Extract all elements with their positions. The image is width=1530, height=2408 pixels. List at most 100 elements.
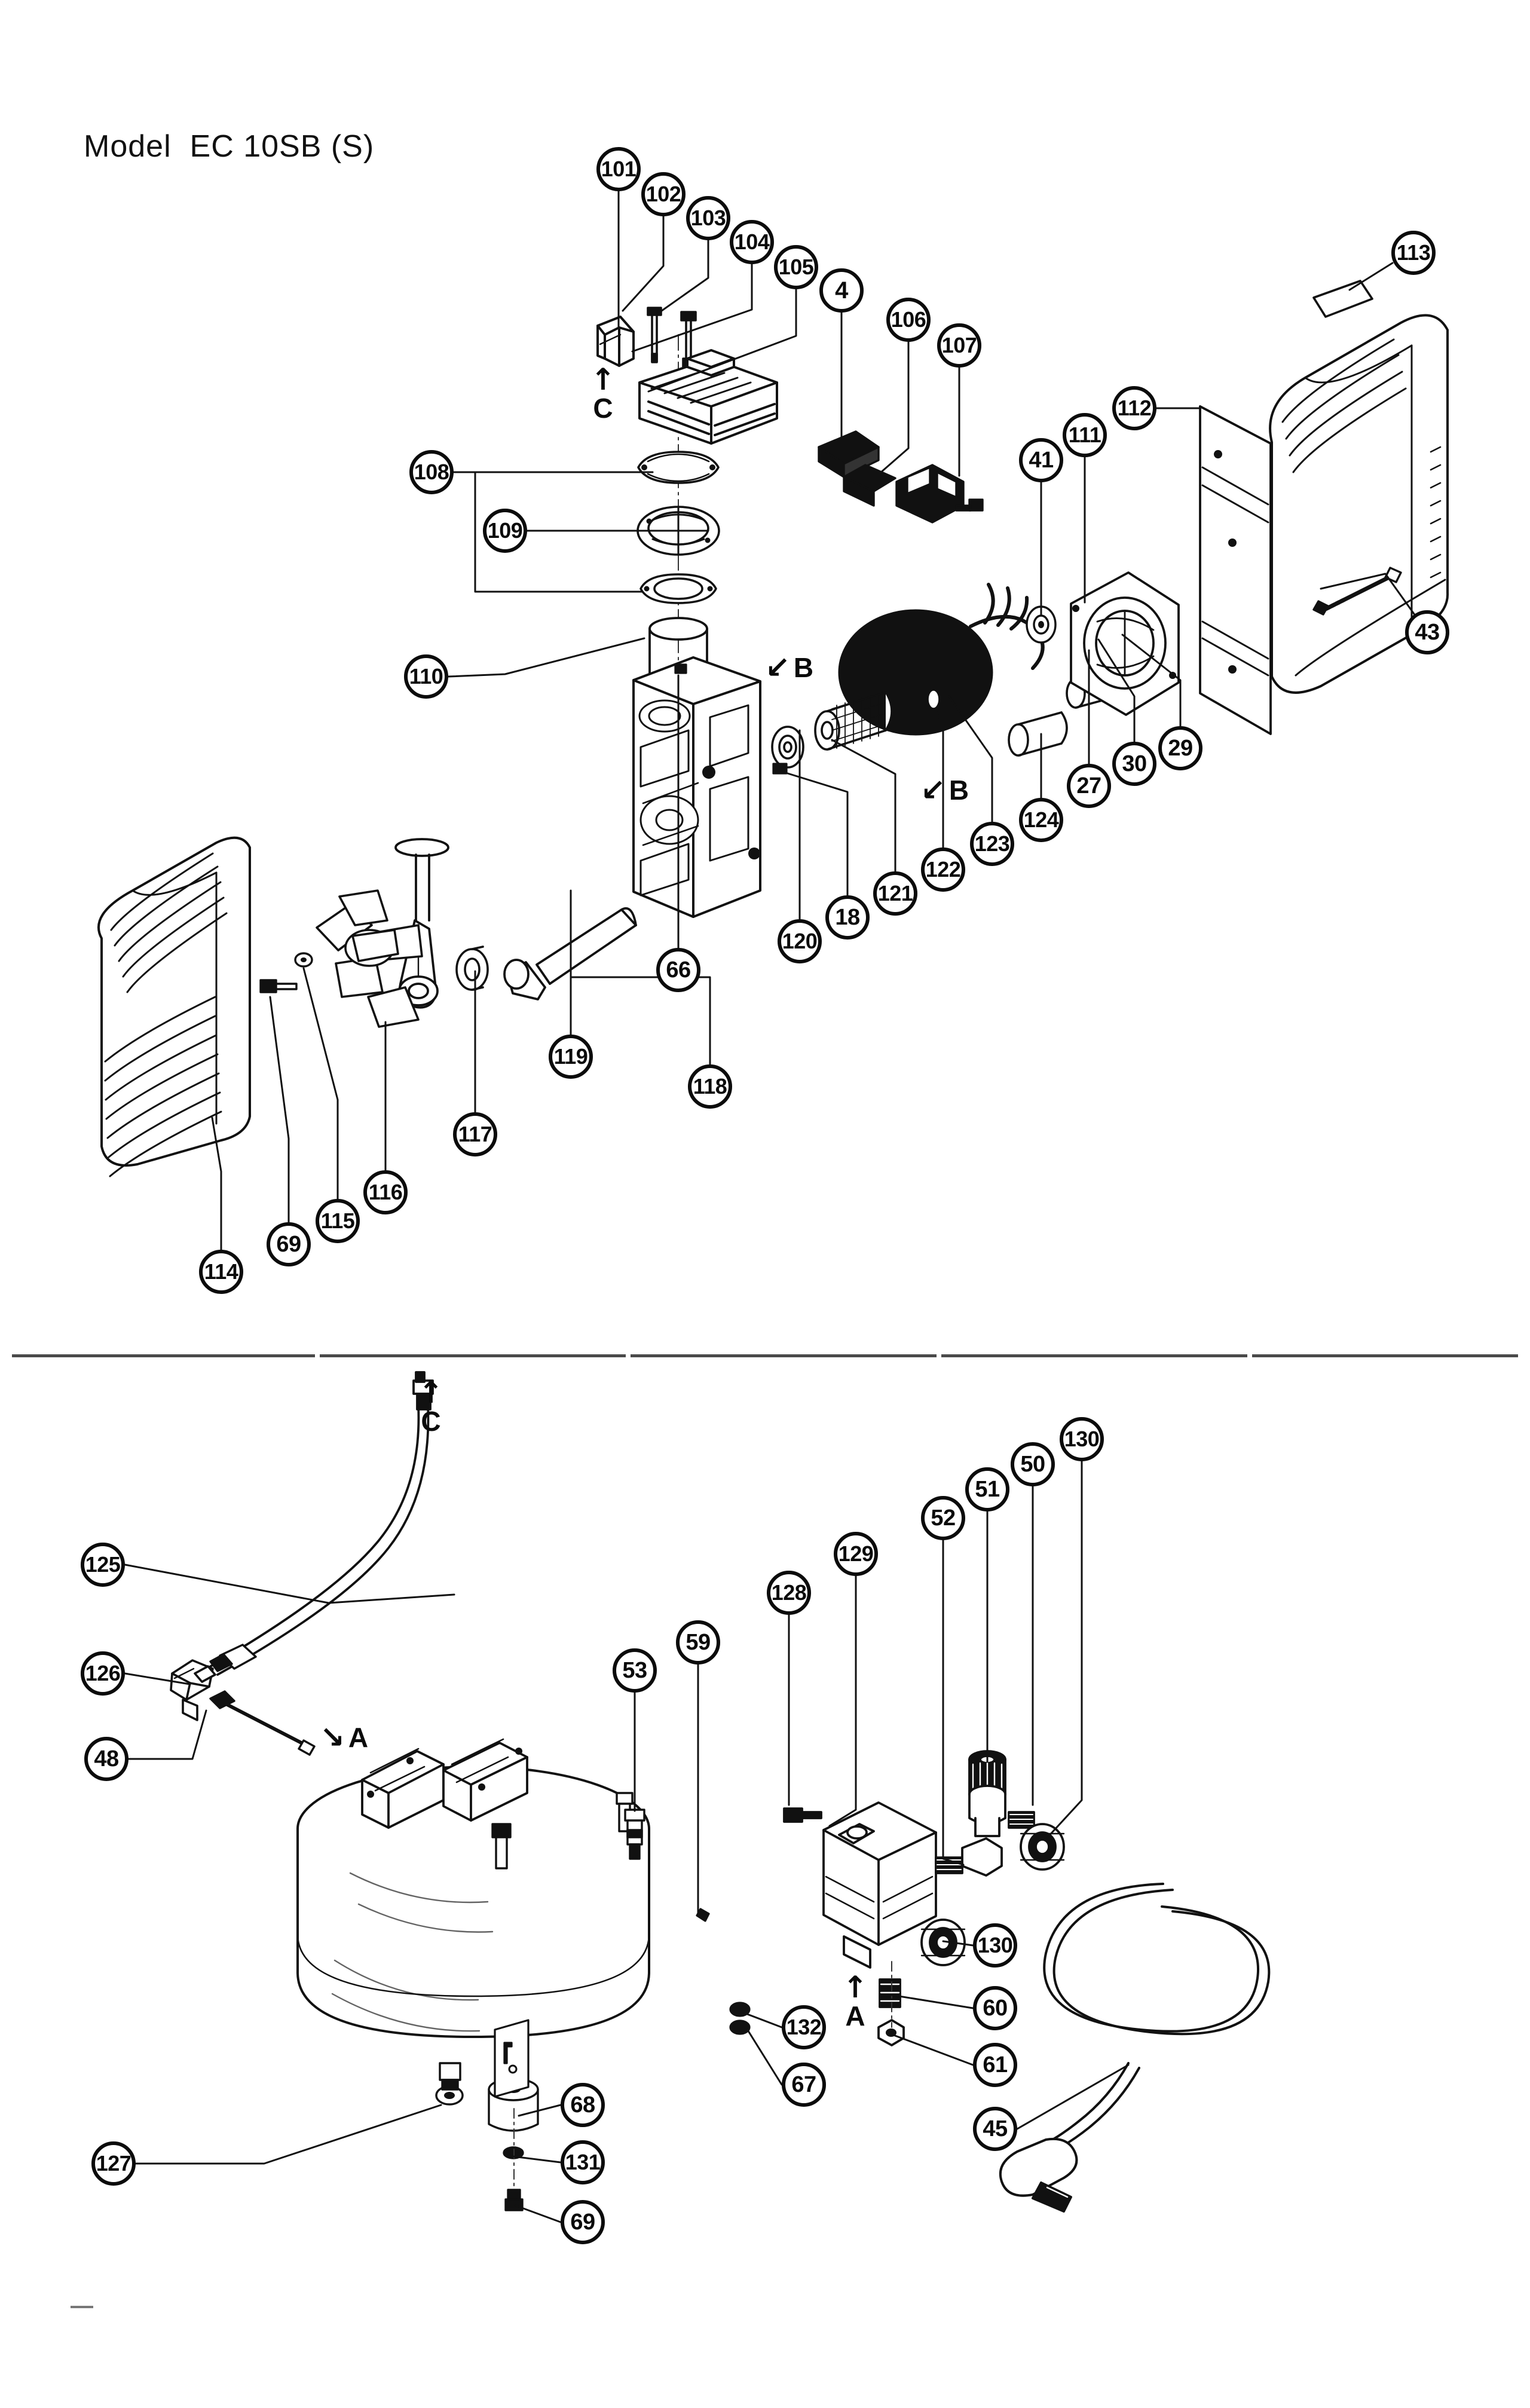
- callout-balloon-106[interactable]: 106: [886, 298, 931, 342]
- section-marker-a-up: ↑A: [843, 1972, 868, 2032]
- callout-balloon-130[interactable]: 130: [1060, 1417, 1104, 1461]
- callout-balloon-60[interactable]: 60: [973, 1986, 1017, 2030]
- leader-line-132: [743, 2012, 783, 2028]
- callout-balloon-59[interactable]: 59: [676, 1620, 720, 1665]
- leader-line-102: [622, 215, 665, 312]
- callout-balloon-121[interactable]: 121: [873, 871, 917, 916]
- leader-line-68: [518, 2104, 562, 2117]
- arrow-up-icon: ↑: [843, 1970, 868, 2005]
- leader-line-114: [211, 1116, 222, 1251]
- leader-line-30: [1097, 638, 1136, 743]
- leader-line-61: [892, 2034, 974, 2066]
- arrow-down-left-icon: ↙: [765, 650, 790, 685]
- callout-balloon-118[interactable]: 118: [688, 1064, 732, 1109]
- section-marker-label: B: [793, 652, 814, 683]
- callout-balloon-126[interactable]: 126: [81, 1651, 125, 1696]
- leader-line-103: [656, 239, 709, 315]
- section-marker-a-down-right: ↘A: [320, 1721, 368, 1754]
- leader-line-45: [1016, 2064, 1130, 2130]
- callout-balloon-125[interactable]: 125: [81, 1543, 125, 1587]
- callout-balloon-122[interactable]: 122: [921, 847, 965, 892]
- callout-balloon-68[interactable]: 68: [561, 2083, 605, 2127]
- callout-balloon-127[interactable]: 127: [91, 2141, 136, 2186]
- callout-balloon-128[interactable]: 128: [767, 1571, 811, 1615]
- page-title: Model EC 10SB (S): [84, 129, 375, 164]
- callout-balloon-43[interactable]: 43: [1405, 610, 1449, 654]
- leader-line-115: [302, 967, 339, 1200]
- callout-balloon-129[interactable]: 129: [834, 1532, 878, 1576]
- arrow-down-left-icon: ↙: [920, 773, 945, 807]
- callout-balloon-103[interactable]: 103: [686, 196, 730, 240]
- section-marker-c-up: ↑C: [590, 365, 616, 424]
- leader-line-69: [269, 996, 290, 1223]
- arrow-up-icon: ↑: [590, 362, 616, 397]
- callout-balloon-108[interactable]: 108: [409, 450, 454, 494]
- leader-line-126: [124, 1672, 191, 1685]
- section-marker-b-down-left: ↙B: [765, 651, 813, 684]
- arrow-up-icon: ↑: [418, 1375, 443, 1410]
- callout-balloon-45[interactable]: 45: [973, 2107, 1017, 2151]
- leader-line-48: [127, 1709, 207, 1760]
- callout-balloon-119[interactable]: 119: [549, 1035, 593, 1079]
- callout-balloon-117[interactable]: 117: [453, 1112, 497, 1156]
- callout-balloon-66[interactable]: 66: [656, 948, 700, 992]
- callout-balloon-104[interactable]: 104: [730, 220, 774, 264]
- callout-balloon-18[interactable]: 18: [825, 895, 870, 940]
- callout-balloon-4[interactable]: 4: [819, 268, 864, 313]
- section-marker-label: A: [348, 1722, 369, 1753]
- section-marker-label: C: [593, 393, 613, 424]
- callout-balloon-110[interactable]: 110: [404, 654, 448, 699]
- section-marker-c-up: ↑C: [418, 1378, 443, 1437]
- section-marker-label: A: [845, 2000, 865, 2031]
- leader-line-125: [124, 1563, 455, 1604]
- callout-balloon-130[interactable]: 130: [973, 1923, 1017, 1968]
- callout-balloon-69[interactable]: 69: [267, 1222, 311, 1266]
- callout-balloon-109[interactable]: 109: [483, 509, 527, 553]
- callout-balloon-114[interactable]: 114: [199, 1250, 243, 1294]
- section-marker-label: C: [421, 1406, 441, 1437]
- leader-line-60: [891, 1994, 974, 2009]
- leader-line-127: [134, 2104, 442, 2165]
- callout-balloon-123[interactable]: 123: [970, 822, 1014, 866]
- callout-balloon-113[interactable]: 113: [1391, 231, 1436, 275]
- leader-line-131: [512, 2155, 562, 2164]
- callout-balloon-41[interactable]: 41: [1019, 438, 1063, 482]
- callout-balloon-120[interactable]: 120: [778, 919, 822, 963]
- arrow-down-right-icon: ↘: [320, 1720, 345, 1755]
- section-marker-b-down-left: ↙B: [920, 774, 969, 806]
- callout-balloon-69[interactable]: 69: [561, 2200, 605, 2244]
- callout-balloon-30[interactable]: 30: [1112, 742, 1156, 786]
- callout-balloon-48[interactable]: 48: [84, 1737, 128, 1781]
- callout-balloon-27[interactable]: 27: [1067, 764, 1111, 808]
- callout-balloon-52[interactable]: 52: [921, 1496, 965, 1540]
- leader-line-106: [874, 341, 910, 478]
- leader-line-43: [1320, 573, 1416, 617]
- callout-balloon-53[interactable]: 53: [613, 1648, 657, 1693]
- callout-balloon-67[interactable]: 67: [782, 2063, 826, 2107]
- leader-line-110: [447, 637, 645, 678]
- callout-balloon-112[interactable]: 112: [1112, 386, 1156, 430]
- callout-balloon-115[interactable]: 115: [316, 1199, 360, 1243]
- leader-line-29: [1121, 634, 1182, 727]
- leader-line-113: [1348, 262, 1394, 291]
- leader-line-18: [779, 770, 849, 897]
- leader-line-130: [1046, 1460, 1083, 1839]
- callout-balloon-29[interactable]: 29: [1158, 726, 1202, 770]
- callout-balloon-107[interactable]: 107: [937, 323, 981, 368]
- callout-balloon-51[interactable]: 51: [965, 1467, 1009, 1511]
- callout-balloon-101[interactable]: 101: [596, 147, 641, 191]
- callout-balloon-61[interactable]: 61: [973, 2043, 1017, 2087]
- callout-balloon-50[interactable]: 50: [1011, 1442, 1055, 1486]
- callout-balloon-124[interactable]: 124: [1019, 798, 1063, 842]
- section-divider: [12, 1354, 1518, 1357]
- callout-balloon-102[interactable]: 102: [641, 172, 686, 216]
- leader-line-52: [942, 1539, 965, 1866]
- callout-balloon-105[interactable]: 105: [774, 245, 818, 289]
- callout-balloon-111[interactable]: 111: [1063, 413, 1107, 457]
- callout-balloon-132[interactable]: 132: [782, 2005, 826, 2049]
- section-marker-label: B: [948, 775, 969, 806]
- callout-balloon-116[interactable]: 116: [363, 1170, 408, 1214]
- callout-balloon-131[interactable]: 131: [561, 2140, 605, 2184]
